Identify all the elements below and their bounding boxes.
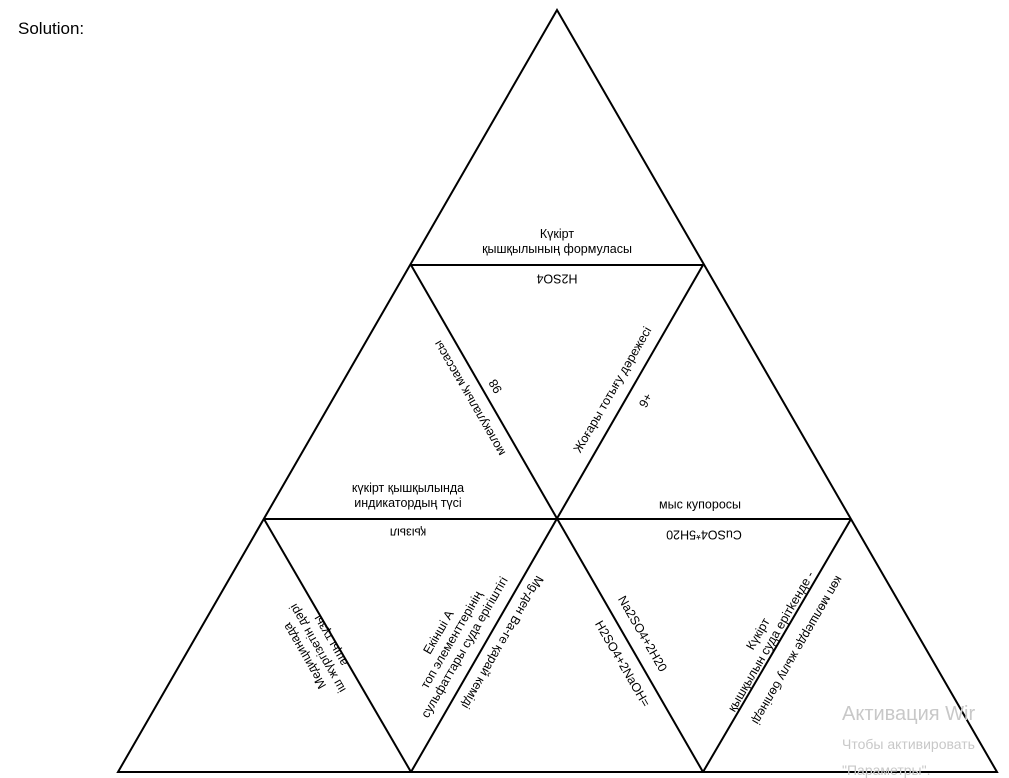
tile-vitriol-formula: CuSO4*5H20 — [666, 527, 742, 542]
label-line: қышқылының формуласы — [482, 242, 632, 256]
activation-watermark-line2: "Параметры". — [842, 762, 931, 778]
divider-line — [702, 518, 852, 773]
outer-triangle — [116, 7, 999, 773]
divider-line — [263, 518, 412, 773]
divider-line — [410, 264, 704, 773]
tile-vitriol-label: мыс купоросы — [658, 497, 742, 512]
tile-indicator-label: күкірт қышқылында индикатордың түсі — [352, 481, 464, 511]
tile-answer-formula: H2SO4 — [536, 271, 578, 286]
tile-indicator-value: қызыл — [389, 525, 427, 540]
solution-heading: Solution: — [18, 19, 85, 38]
label-line: күкірт қышқылында — [351, 481, 465, 495]
label-line: индикатордың түсі — [354, 496, 462, 510]
activation-watermark-title: Активация Wir — [842, 703, 976, 725]
activation-watermark-line1: Чтобы активировать — [842, 736, 975, 752]
tile-question-formula: Күкірт қышқылының формуласы — [482, 227, 632, 257]
label-line: Күкірт — [539, 227, 575, 241]
